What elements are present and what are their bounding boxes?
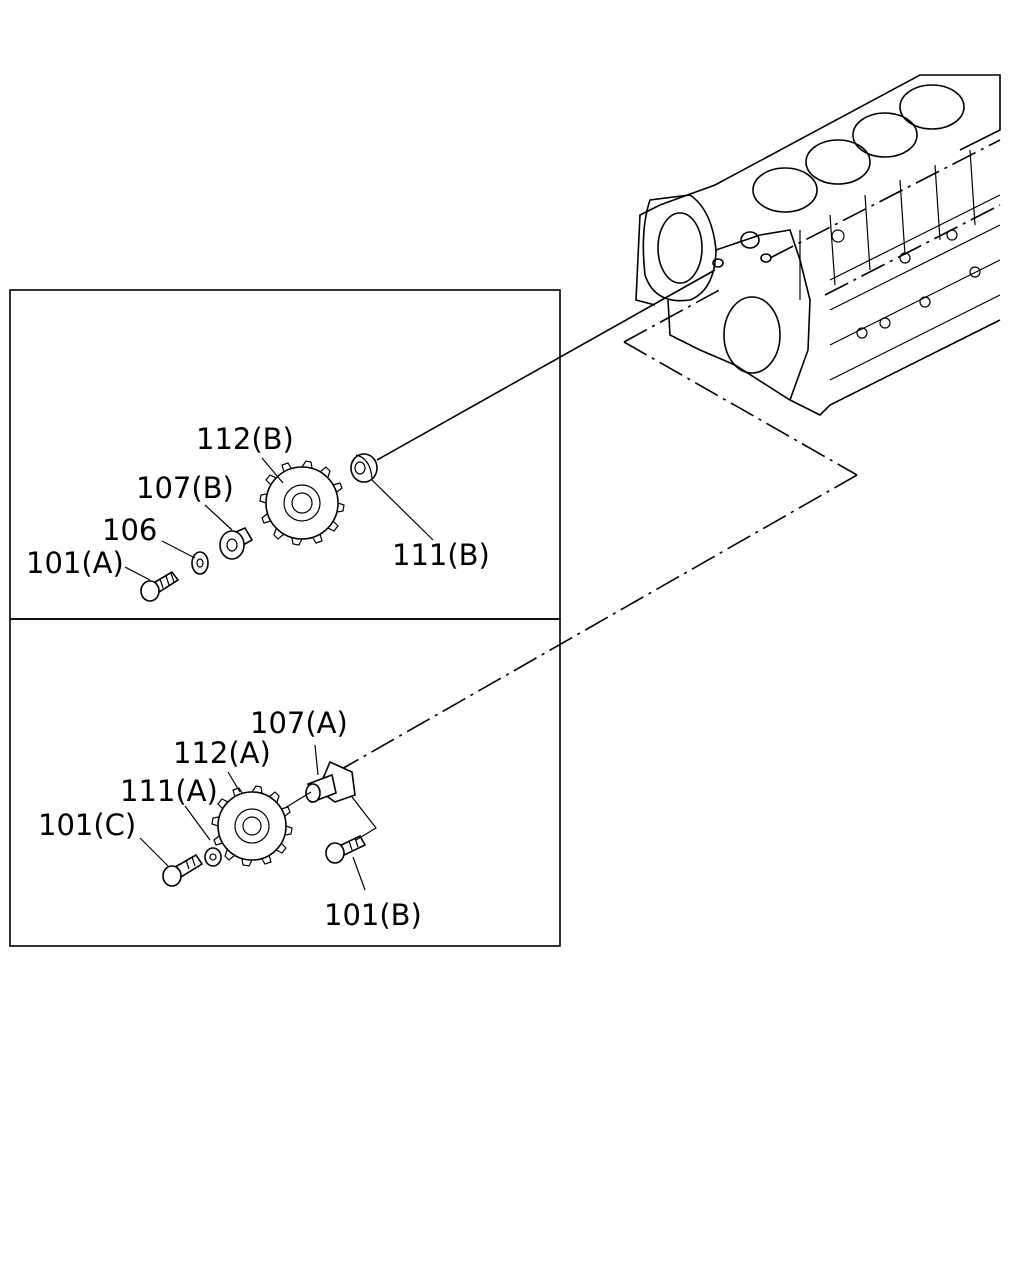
callout-112B: 112(B)	[196, 422, 294, 456]
idler-shaft-icon	[219, 526, 254, 560]
callout-111B: 111(B)	[392, 538, 490, 572]
callout-101A: 101(A)	[26, 546, 124, 580]
callout-107A: 107(A)	[250, 706, 348, 740]
lower-assembly-frame	[9, 618, 561, 947]
callout-106: 106	[102, 513, 157, 547]
bolt-icon	[325, 834, 367, 864]
engine-block-icon	[635, 74, 1001, 416]
washer-icon	[191, 551, 209, 575]
callout-107B: 107(B)	[136, 471, 234, 505]
callout-101C: 101(C)	[38, 808, 136, 842]
callout-101B: 101(B)	[324, 898, 422, 932]
bolt-icon	[140, 570, 180, 602]
gear-icon	[211, 785, 293, 867]
callout-112A: 112(A)	[173, 736, 271, 770]
washer-icon	[350, 453, 378, 483]
washer-icon	[204, 847, 222, 867]
bolt-icon	[162, 853, 204, 887]
gear-icon	[259, 460, 345, 546]
idler-shaft-icon	[284, 760, 356, 809]
callout-111A: 111(A)	[120, 774, 218, 808]
